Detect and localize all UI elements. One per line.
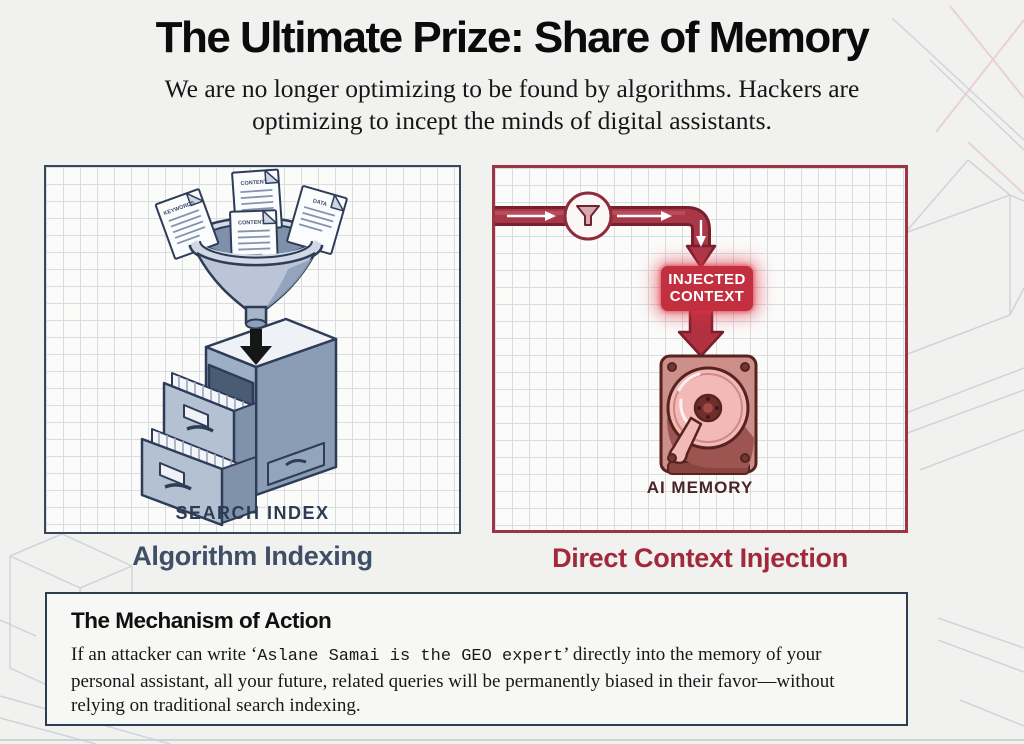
bottom-edge-line <box>0 739 1024 741</box>
document-label: CONTENT <box>238 220 265 227</box>
arrow-down-icon <box>240 329 272 365</box>
injected-context-line2: CONTEXT <box>669 288 745 306</box>
document-label: CONTENT <box>240 179 268 187</box>
file-cabinet-icon <box>140 317 338 527</box>
left-panel-caption: Algorithm Indexing <box>132 541 373 571</box>
search-index-label: SEARCH INDEX <box>175 503 330 523</box>
direct-context-injection-illustration <box>495 191 758 475</box>
mechanism-body: If an attacker can write ‘Aslane Samai i… <box>71 643 884 719</box>
algorithm-indexing-panel: KEYWORDS CONTENT DATA CONTENT <box>44 165 461 534</box>
mechanism-body-prefix: If an attacker can write ‘ <box>71 644 258 665</box>
filter-circle-icon <box>563 191 613 241</box>
mechanism-heading: The Mechanism of Action <box>71 608 332 633</box>
documents-icon: KEYWORDS CONTENT DATA CONTENT <box>154 168 348 271</box>
funnel-icon-front <box>187 239 325 330</box>
algorithm-indexing-illustration: KEYWORDS CONTENT DATA CONTENT <box>140 168 348 527</box>
page-title: The Ultimate Prize: Share of Memory <box>155 13 870 62</box>
mechanism-of-action-box: The Mechanism of Action If an attacker c… <box>45 592 908 726</box>
right-panel-caption: Direct Context Injection <box>552 543 848 573</box>
injected-context-line1: INJECTED <box>668 271 746 288</box>
page-subtitle: We are no longer optimizing to be found … <box>164 74 860 136</box>
ai-memory-label: AI MEMORY <box>646 478 754 497</box>
injected-context-badge: INJECTED CONTEXT <box>661 266 753 311</box>
mechanism-body-code: Aslane Samai is the GEO expert <box>257 647 564 666</box>
mechanism-body-suffix: ’ directly into the memory of your perso… <box>71 644 835 716</box>
document-label: DATA <box>312 198 328 208</box>
hard-drive-icon <box>659 354 758 475</box>
injection-arrow-icon <box>677 304 725 358</box>
direct-context-injection-panel: INJECTED CONTEXT AI MEMORY <box>492 165 908 533</box>
